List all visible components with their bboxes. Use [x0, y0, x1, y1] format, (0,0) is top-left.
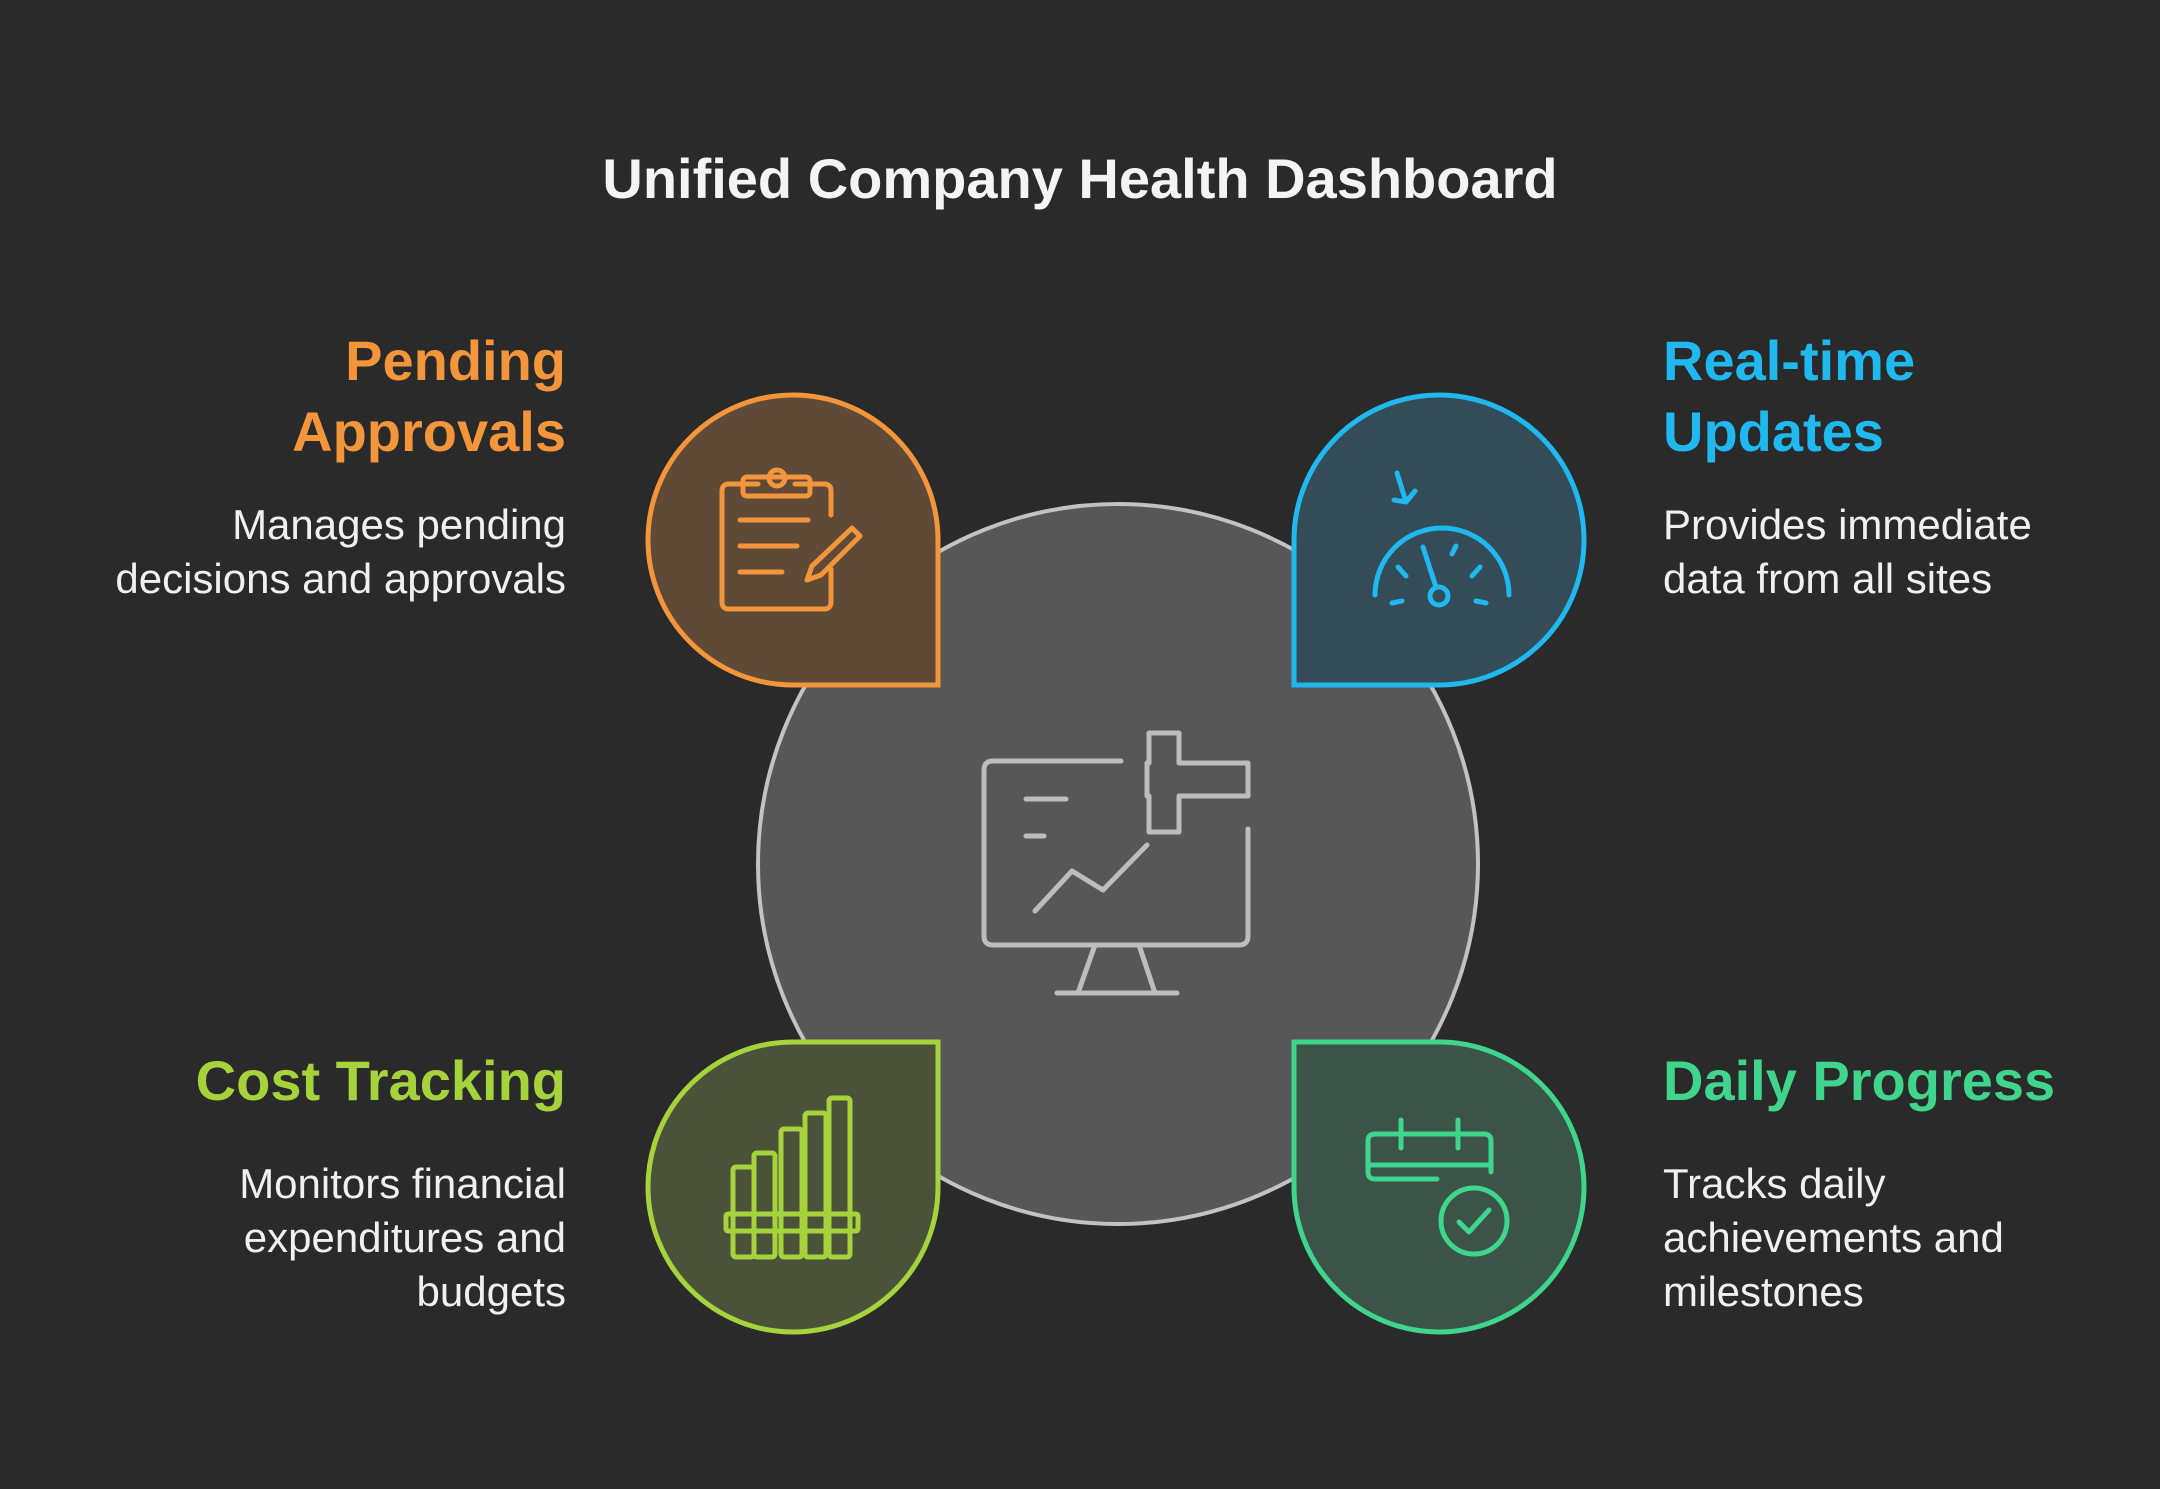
- pending-approvals-heading: Pending Approvals: [26, 325, 566, 467]
- description-line: Manages pending: [232, 501, 566, 548]
- description-line: milestones: [1663, 1268, 1864, 1315]
- heading-line: Cost Tracking: [195, 1049, 566, 1112]
- pending-approvals-label: Pending Approvals Manages pending decisi…: [26, 325, 566, 606]
- speedometer-icon: [1372, 470, 1512, 608]
- description-line: Tracks daily: [1663, 1160, 1886, 1207]
- calendar-check-icon: [1365, 1117, 1510, 1257]
- heading-line: Pending: [345, 329, 566, 392]
- heading-line: Real-time: [1663, 329, 1916, 392]
- daily-progress-label: Daily Progress Tracks daily achievements…: [1663, 1045, 2143, 1319]
- cost-tracking-description: Monitors financial expenditures and budg…: [26, 1157, 566, 1319]
- cost-tracking-label: Cost Tracking Monitors financial expendi…: [26, 1045, 566, 1319]
- daily-progress-badge: [1291, 1039, 1587, 1335]
- heading-line: Daily Progress: [1663, 1049, 2056, 1112]
- pending-approvals-description: Manages pending decisions and approvals: [26, 498, 566, 606]
- real-time-updates-description: Provides immediate data from all sites: [1663, 498, 2143, 606]
- daily-progress-heading: Daily Progress: [1663, 1045, 2143, 1116]
- cost-tracking-badge: [645, 1039, 941, 1335]
- real-time-updates-badge: [1291, 392, 1587, 688]
- clipboard-pencil-icon: [719, 467, 863, 612]
- description-line: decisions and approvals: [115, 555, 566, 602]
- page-title: Unified Company Health Dashboard: [602, 147, 1558, 210]
- description-line: Provides immediate: [1663, 501, 2032, 548]
- description-line: budgets: [416, 1268, 566, 1315]
- cost-tracking-heading: Cost Tracking: [26, 1045, 566, 1116]
- heading-line: Updates: [1663, 400, 1884, 463]
- real-time-updates-label: Real-time Updates Provides immediate dat…: [1663, 325, 2143, 606]
- real-time-updates-heading: Real-time Updates: [1663, 325, 2143, 467]
- daily-progress-description: Tracks daily achievements and milestones: [1663, 1157, 2143, 1319]
- pending-approvals-badge: [645, 392, 941, 688]
- heading-line: Approvals: [292, 400, 566, 463]
- monitor-health-chart-icon: [981, 730, 1251, 996]
- description-line: expenditures and: [243, 1214, 566, 1261]
- description-line: data from all sites: [1663, 555, 1993, 602]
- description-line: achievements and: [1663, 1214, 2004, 1261]
- bar-chart-icon: [723, 1095, 861, 1260]
- description-line: Monitors financial: [239, 1160, 566, 1207]
